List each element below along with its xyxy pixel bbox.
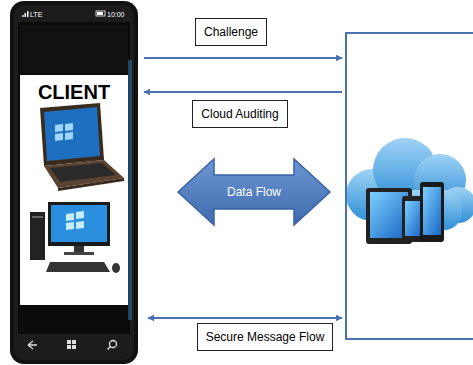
label-box: Challenge: [195, 18, 267, 46]
label-box: Secure Message Flow: [197, 323, 334, 351]
phone-illustration: [10, 1, 138, 364]
arrow-label: Data Flow: [227, 185, 281, 199]
arrow-connector: [144, 57, 342, 59]
cloud-illustration: [346, 138, 473, 244]
phone-client: CLIENT: [10, 1, 138, 364]
arrow-connector: [148, 317, 342, 319]
status-text: 10:00: [107, 11, 125, 18]
cloud-box: [345, 32, 473, 340]
double-block-arrow: [178, 159, 330, 225]
arrow-connector: [144, 91, 342, 93]
label-box: Cloud Auditing: [192, 100, 287, 128]
node-title: CLIENT: [38, 81, 110, 104]
status-text: LTE: [30, 11, 42, 18]
